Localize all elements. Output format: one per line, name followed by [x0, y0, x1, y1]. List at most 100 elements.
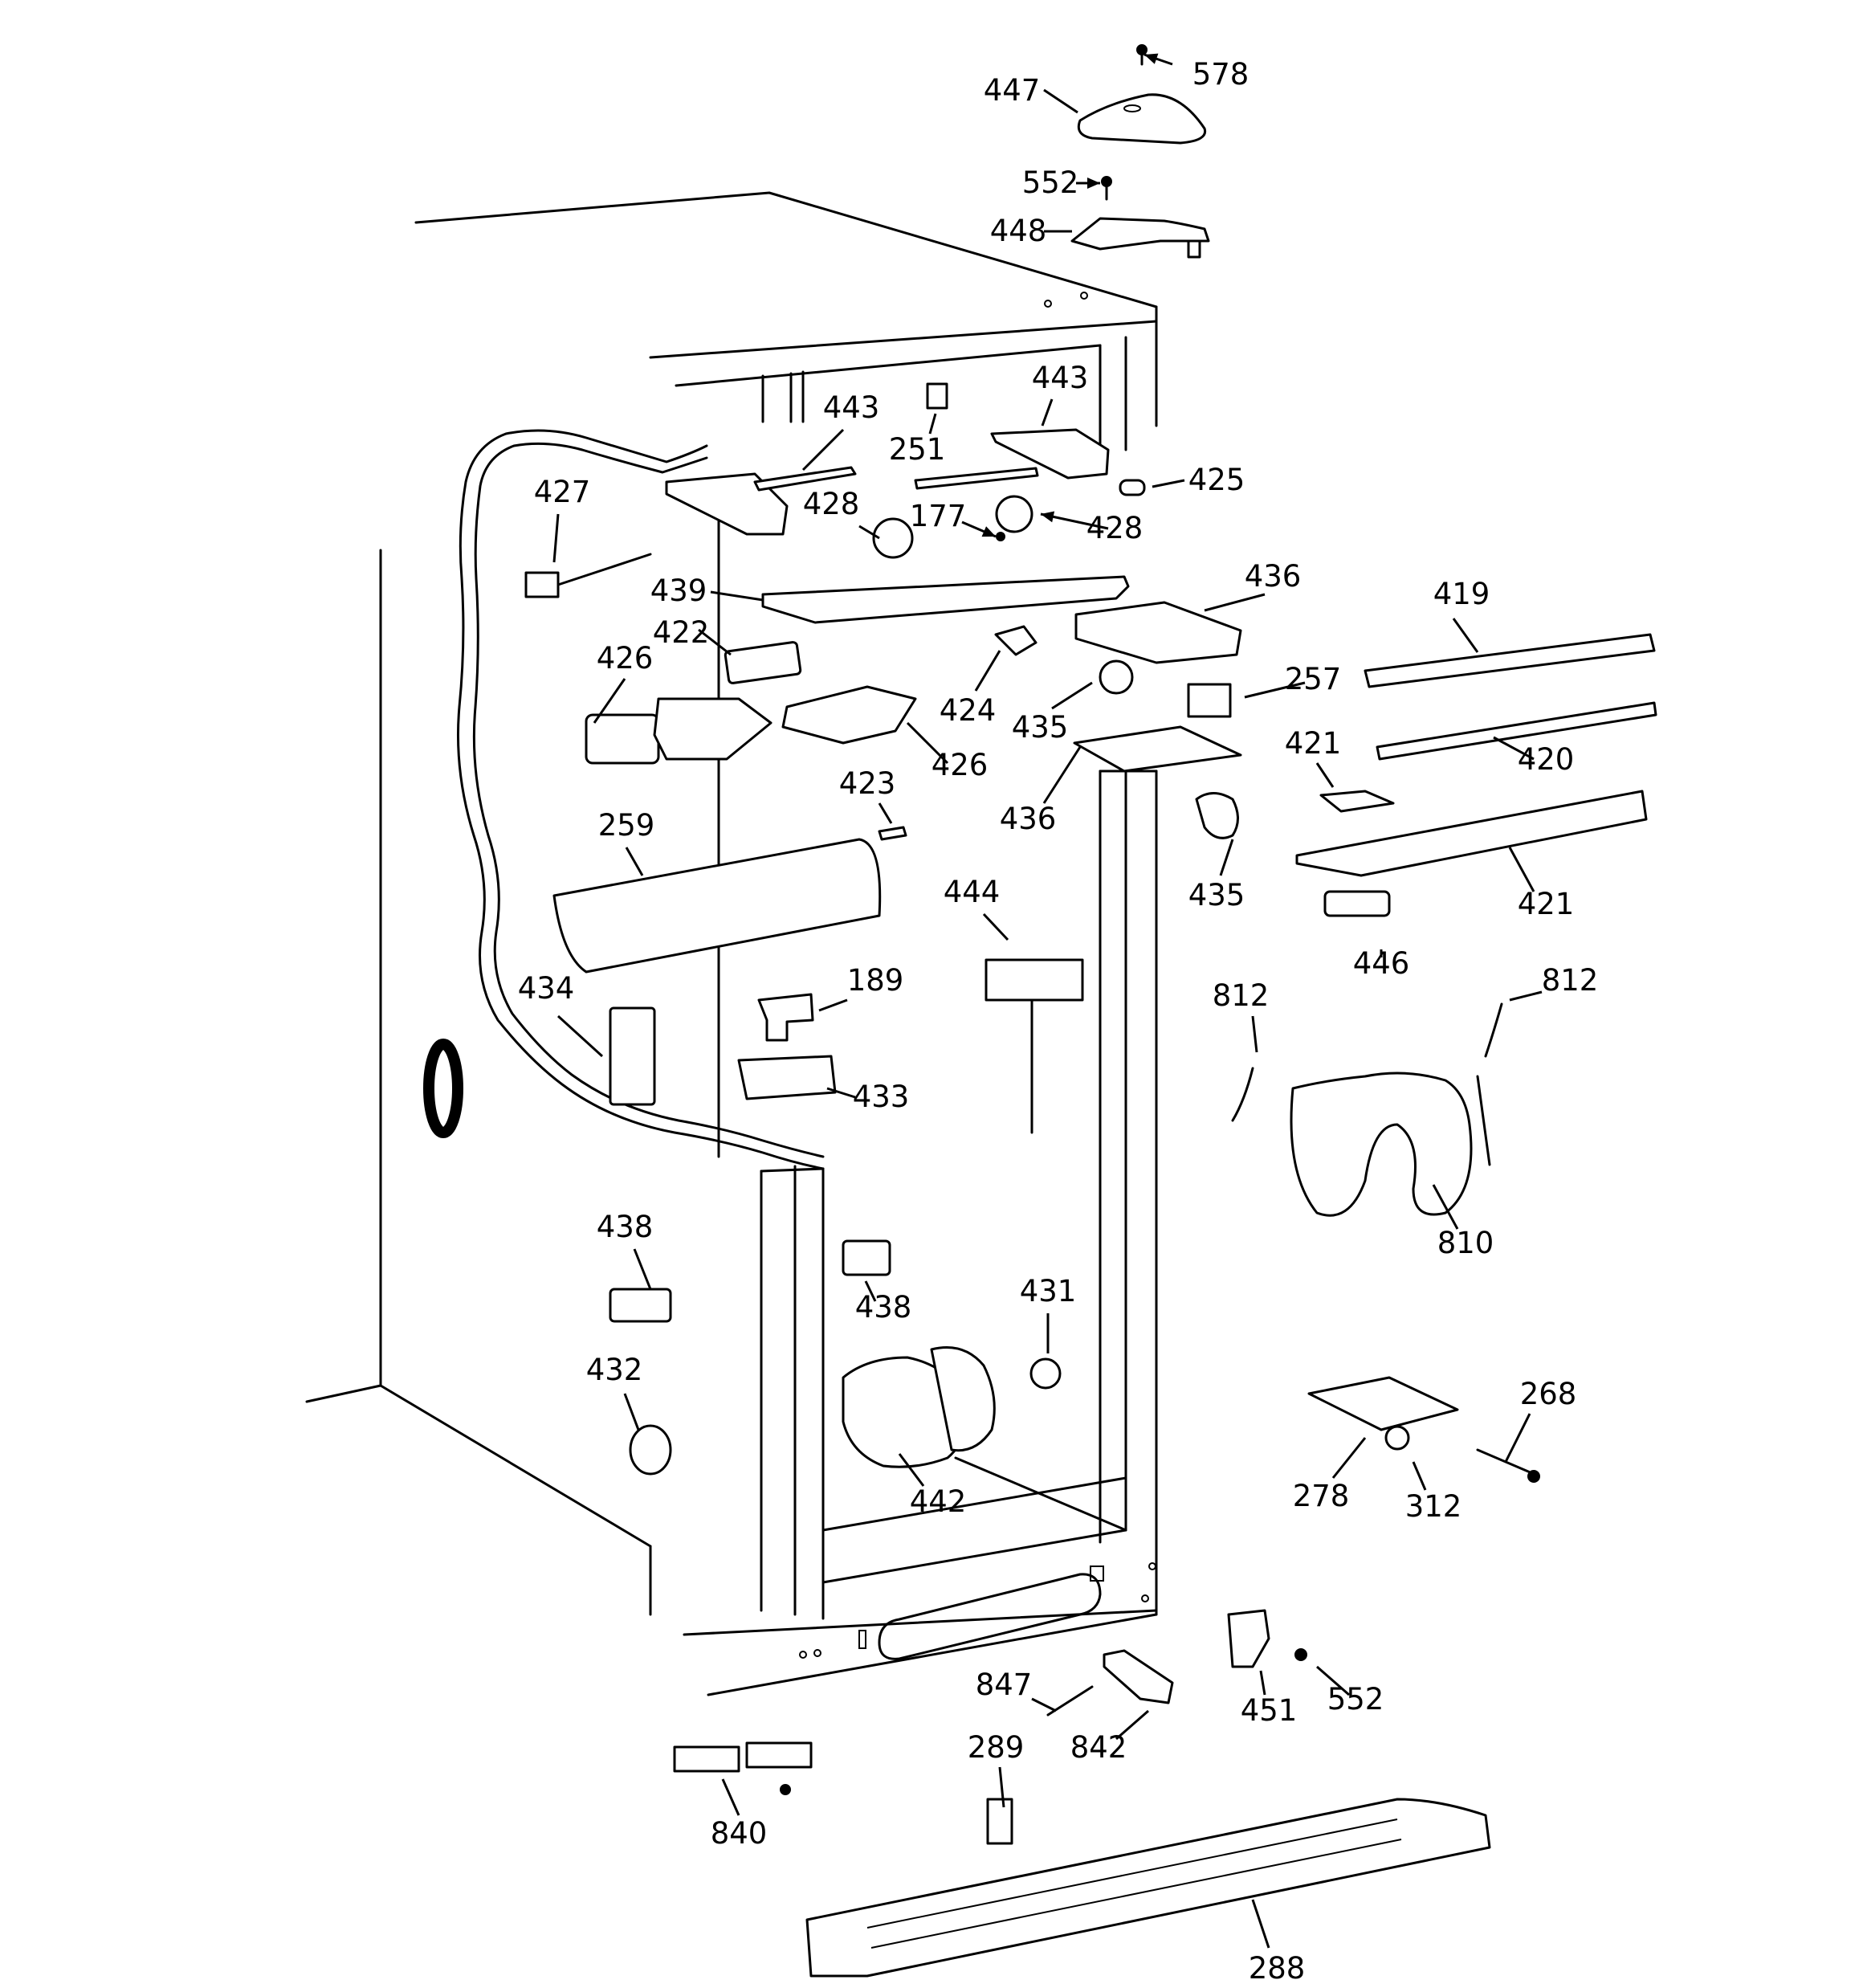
leader-line	[898, 1453, 925, 1487]
part-number-label: 840	[711, 1816, 768, 1851]
leader-line	[1259, 1670, 1266, 1696]
leader-line	[1508, 847, 1535, 892]
callout-840: 840	[711, 1778, 768, 1851]
part-438-switch-left	[609, 1288, 672, 1323]
part-number-label: 420	[1518, 742, 1575, 777]
part-257	[1187, 683, 1232, 718]
leader-line	[801, 428, 845, 471]
part-number-label: 422	[653, 615, 710, 650]
leader-line	[623, 1393, 640, 1431]
callout-421: 421	[1285, 726, 1341, 788]
part-number-label: 433	[853, 1080, 910, 1114]
part-number-label: 434	[518, 971, 575, 1006]
part-552-screw-lower	[1294, 1648, 1307, 1661]
part-426-housing	[781, 685, 917, 745]
part-812-hose-right	[1484, 1002, 1503, 1058]
leader-line	[1315, 762, 1335, 788]
part-number-label: 435	[1188, 878, 1245, 912]
callout-420: 420	[1493, 736, 1575, 777]
part-number-label: 439	[650, 574, 707, 608]
leader-line	[1043, 88, 1078, 114]
part-810-heater	[1290, 1072, 1473, 1217]
callout-448: 448	[990, 214, 1072, 248]
part-number-label: 288	[1249, 1951, 1306, 1986]
part-number-label: 424	[940, 693, 997, 728]
leader-line	[1051, 681, 1093, 710]
leader-line	[826, 1087, 856, 1099]
part-number-label: 812	[1542, 963, 1599, 998]
leader-line	[1452, 618, 1479, 653]
callout-289: 289	[968, 1730, 1025, 1808]
callout-426: 426	[906, 721, 988, 782]
part-436-cover	[1073, 725, 1242, 773]
part-number-label: 447	[984, 73, 1041, 108]
part-443-left-bracket	[665, 472, 789, 536]
part-446	[1323, 890, 1391, 917]
part-number-label: 448	[990, 214, 1047, 248]
leader-line	[633, 1248, 652, 1290]
part-number-label: 251	[889, 432, 946, 467]
callout-812: 812	[1509, 963, 1599, 1002]
part-435-socket	[1099, 659, 1134, 695]
part-number-label: 431	[1020, 1274, 1077, 1308]
parts	[524, 44, 1657, 1978]
part-840-pad-right	[745, 1741, 813, 1769]
leader-arrowhead	[1087, 178, 1100, 189]
callout-434: 434	[518, 971, 604, 1058]
part-number-label: 812	[1213, 978, 1270, 1013]
callout-428: 428	[1040, 511, 1143, 545]
callout-438: 438	[855, 1280, 911, 1325]
leader-line	[1331, 1437, 1367, 1479]
callout-419: 419	[1433, 577, 1490, 653]
part-288-base-grille	[805, 1798, 1491, 1978]
callout-428: 428	[803, 487, 880, 540]
leader-line	[1115, 1709, 1149, 1741]
callout-424: 424	[940, 650, 1001, 728]
part-259-cover	[552, 838, 882, 974]
callout-439: 439	[650, 574, 764, 608]
callout-438: 438	[597, 1210, 653, 1290]
callout-251: 251	[889, 413, 946, 467]
part-number-label: 421	[1518, 887, 1575, 921]
part-432-bushing	[629, 1424, 672, 1476]
leader-line	[1509, 990, 1543, 1002]
leader-line	[1031, 1697, 1057, 1712]
part-251-clip	[926, 382, 948, 410]
part-289-clip	[986, 1798, 1013, 1845]
callout-177: 177	[910, 499, 997, 538]
part-number-label: 442	[910, 1484, 967, 1519]
callout-443: 443	[1032, 361, 1088, 427]
leader-line	[878, 802, 893, 824]
part-278-bracket	[1307, 1376, 1459, 1431]
part-426-duct	[653, 697, 773, 761]
part-426-bezel	[585, 713, 660, 765]
leader-line	[625, 847, 644, 876]
leader-line	[556, 1014, 604, 1058]
cabinet	[305, 191, 1158, 1696]
part-177-screw	[996, 532, 1005, 541]
callout-431: 431	[1020, 1274, 1077, 1353]
leader-line	[1251, 1899, 1270, 1949]
leader-line	[1432, 1184, 1459, 1230]
part-number-label: 289	[968, 1730, 1025, 1765]
callout-423: 423	[839, 766, 896, 824]
part-447-hinge-cover	[1077, 93, 1207, 145]
part-number-label: 427	[534, 475, 591, 509]
part-428-gear-right	[995, 495, 1033, 533]
part-812-hose-left	[1231, 1067, 1254, 1122]
part-number-label: 423	[839, 766, 896, 801]
leader-line	[1251, 1015, 1258, 1053]
part-number-label: 446	[1353, 946, 1410, 981]
part-438-switch-right	[842, 1239, 891, 1276]
part-number-label: 426	[597, 641, 654, 676]
part-number-label: 425	[1188, 463, 1245, 497]
part-435-bulb	[1195, 792, 1239, 839]
leader-line	[906, 721, 949, 765]
callout-433: 433	[826, 1080, 910, 1114]
part-number-label: 189	[847, 963, 904, 998]
part-number-label: 432	[586, 1353, 643, 1387]
leader-line	[818, 998, 848, 1012]
leader-line	[1493, 736, 1535, 761]
leader-line	[721, 1778, 740, 1816]
